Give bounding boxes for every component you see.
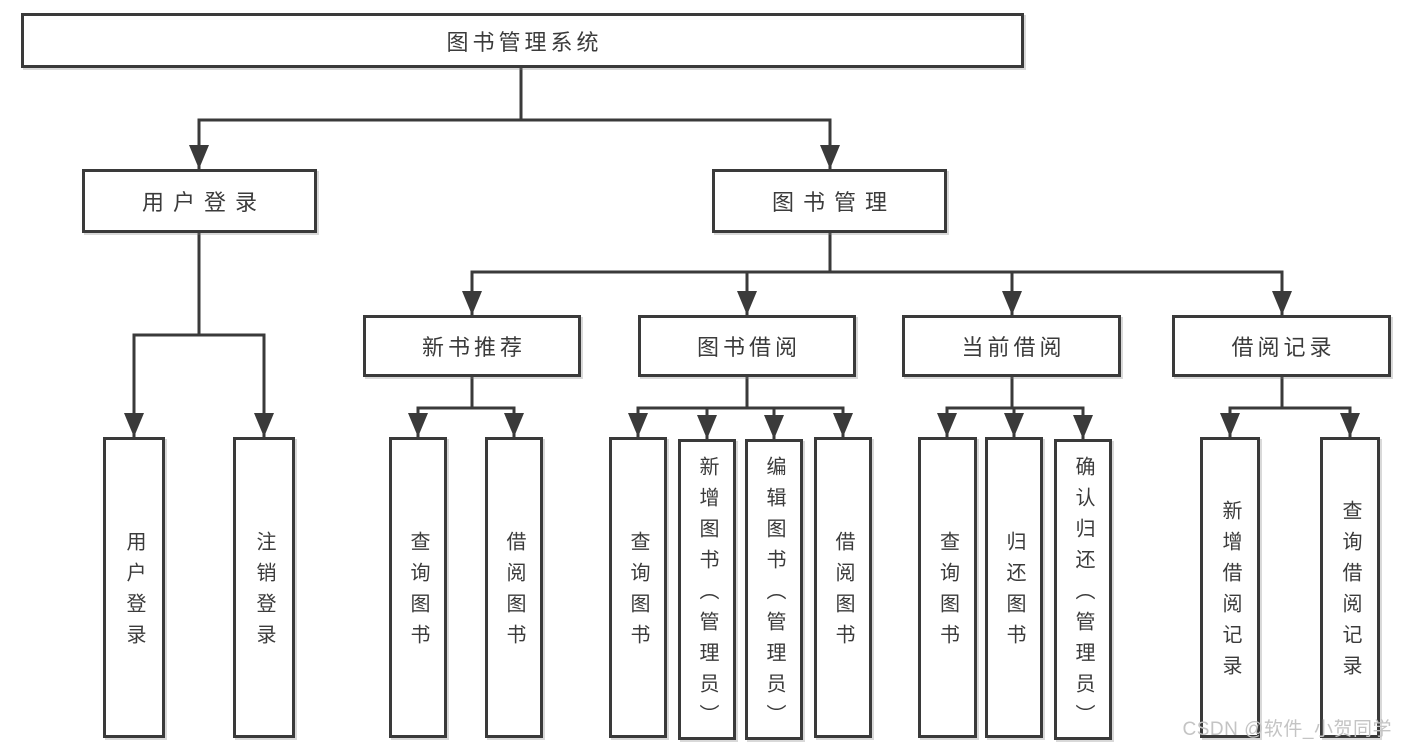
leaf-rec-query-record-label: 查询借阅记录 — [1339, 500, 1361, 686]
leaf-rec-add-record: 新增借阅记录 — [1200, 437, 1260, 738]
leaf-nb-query-books-label: 查询图书 — [407, 531, 429, 655]
edges-book-borrow — [628, 377, 853, 439]
leaf-bb-edit-books-label: 编辑图书（管理员） — [763, 455, 785, 735]
node-book-management-label: 图书管理 — [771, 190, 896, 215]
edges-book-management — [462, 233, 1292, 315]
node-book-borrow-label: 图书借阅 — [696, 335, 801, 360]
node-current-borrow-label: 当前借阅 — [961, 335, 1066, 360]
leaf-cb-query-books-label: 查询图书 — [936, 531, 959, 655]
leaf-bb-query-books: 查询图书 — [609, 437, 667, 738]
leaf-cb-query-books: 查询图书 — [918, 437, 977, 738]
leaf-bb-edit-books: 编辑图书（管理员） — [745, 439, 803, 740]
leaf-bb-add-books: 新增图书（管理员） — [678, 439, 736, 740]
edges-user-login — [124, 233, 274, 437]
leaf-nb-query-books: 查询图书 — [389, 437, 447, 738]
csdn-watermark: CSDN @软件_小贺同学 — [1182, 719, 1392, 740]
node-new-book-recommend: 新书推荐 — [363, 315, 581, 377]
leaf-user-login: 用户登录 — [103, 437, 165, 738]
node-borrow-records-label: 借阅记录 — [1231, 335, 1336, 360]
edges-new-book-recommend — [408, 377, 524, 437]
node-book-borrow: 图书借阅 — [638, 315, 856, 377]
leaf-cb-return-books: 归还图书 — [985, 437, 1043, 738]
leaf-cb-confirm-return: 确认归还（管理员） — [1054, 439, 1112, 740]
node-new-book-recommend-label: 新书推荐 — [421, 335, 526, 360]
edges-current-borrow — [937, 377, 1093, 439]
node-current-borrow: 当前借阅 — [902, 315, 1121, 377]
leaf-logout-label: 注销登录 — [253, 531, 275, 655]
node-book-management: 图书管理 — [712, 169, 947, 233]
leaf-rec-query-record: 查询借阅记录 — [1320, 437, 1380, 738]
leaf-logout: 注销登录 — [233, 437, 295, 738]
leaf-cb-confirm-return-label: 确认归还（管理员） — [1072, 455, 1094, 735]
leaf-bb-borrow-books: 借阅图书 — [814, 437, 872, 738]
node-root: 图书管理系统 — [21, 13, 1024, 68]
node-borrow-records: 借阅记录 — [1172, 315, 1391, 377]
leaf-nb-borrow-books-label: 借阅图书 — [503, 531, 525, 655]
leaf-nb-borrow-books: 借阅图书 — [485, 437, 543, 738]
leaf-bb-add-books-label: 新增图书（管理员） — [696, 455, 718, 735]
node-user-login: 用户登录 — [82, 169, 317, 233]
leaf-bb-borrow-books-label: 借阅图书 — [832, 531, 854, 655]
leaf-cb-return-books-label: 归还图书 — [1003, 531, 1025, 655]
node-user-login-label: 用户登录 — [141, 190, 266, 215]
leaf-rec-add-record-label: 新增借阅记录 — [1219, 500, 1241, 686]
edges-borrow-records — [1220, 377, 1360, 437]
edges-root — [189, 68, 840, 169]
node-root-label: 图书管理系统 — [446, 29, 603, 55]
leaf-user-login-label: 用户登录 — [123, 531, 145, 655]
leaf-bb-query-books-label: 查询图书 — [627, 531, 649, 655]
